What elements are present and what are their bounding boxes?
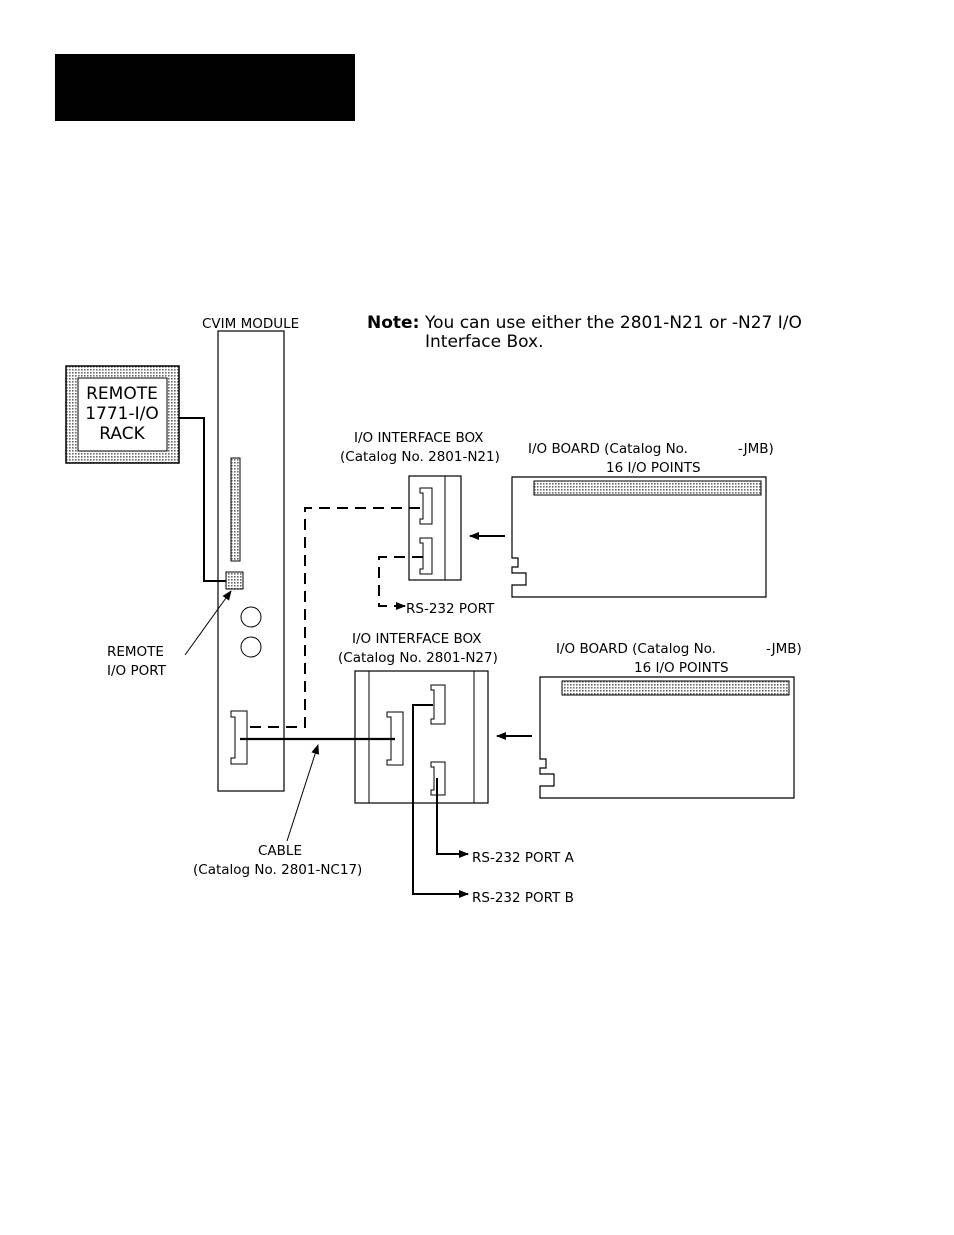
box-n21-connector-upper	[419, 487, 433, 525]
io-board-top	[511, 476, 767, 598]
board-bottom-line-2: 16 I/O POINTS	[634, 660, 729, 676]
cvim-module-label: CVIM MODULE	[202, 316, 299, 332]
cvim-io-connector	[230, 710, 248, 765]
box-n27-port-a-connector	[430, 684, 446, 725]
cable-pointer	[286, 744, 320, 842]
remote-io-port-connector	[225, 571, 244, 590]
n27-port-a-label: RS-232 PORT A	[472, 850, 575, 866]
remote-rack-line-1: REMOTE	[86, 384, 158, 404]
interface-box-n21	[408, 475, 462, 581]
n21-rs232-dashed-lead	[378, 556, 423, 610]
remote-rack-line-2: 1771-I/O	[85, 404, 159, 424]
board-top-line-2: 16 I/O POINTS	[606, 460, 701, 476]
cvim-led-1	[240, 606, 262, 628]
note-line-1: You can use either the 2801-N21 or -N27 …	[424, 313, 802, 333]
board-bottom-line-1a: I/O BOARD (Catalog No.	[556, 641, 716, 657]
box-n21-connector-lower	[419, 537, 433, 575]
header-black-bar	[55, 54, 355, 121]
cvim-to-n21-dashed-cable	[250, 507, 423, 728]
remote-port-label-line-1: REMOTE	[107, 644, 164, 660]
io-board-bottom	[539, 676, 795, 799]
board-top-line-1b: -JMB)	[738, 441, 774, 457]
note-label: Note:	[367, 313, 419, 333]
box-n27-line-1: I/O INTERFACE BOX	[352, 631, 482, 647]
n27-port-a-lead	[436, 778, 469, 858]
remote-port-label-line-2: I/O PORT	[107, 663, 167, 679]
board-bottom-line-1b: -JMB)	[766, 641, 802, 657]
n27-port-b-label: RS-232 PORT B	[472, 890, 574, 906]
rack-to-remote-port-cable	[179, 417, 226, 582]
cvim-led-2	[240, 636, 262, 658]
cvim-module	[217, 330, 285, 792]
remote-rack-line-3: RACK	[99, 424, 145, 444]
cvim-slot-connector	[230, 457, 241, 562]
box-n21-line-1: I/O INTERFACE BOX	[354, 430, 484, 446]
io-board-bottom-connector	[561, 680, 790, 696]
n27-port-b-lead	[412, 704, 469, 898]
remote-port-pointer	[184, 590, 232, 656]
note-line-2: Interface Box.	[425, 332, 544, 352]
remote-rack-label-panel	[77, 377, 168, 452]
io-board-top-connector	[533, 480, 762, 496]
box-n21-line-2: (Catalog No. 2801-N21)	[340, 449, 500, 465]
cable-label-line-2: (Catalog No. 2801-NC17)	[193, 862, 362, 878]
cable-label-line-1: CABLE	[258, 843, 302, 859]
n21-rs232-port-label: RS-232 PORT	[406, 601, 495, 617]
interface-box-n27	[354, 670, 489, 804]
box-n27-line-2: (Catalog No. 2801-N27)	[338, 650, 498, 666]
board-top-line-1a: I/O BOARD (Catalog No.	[528, 441, 688, 457]
